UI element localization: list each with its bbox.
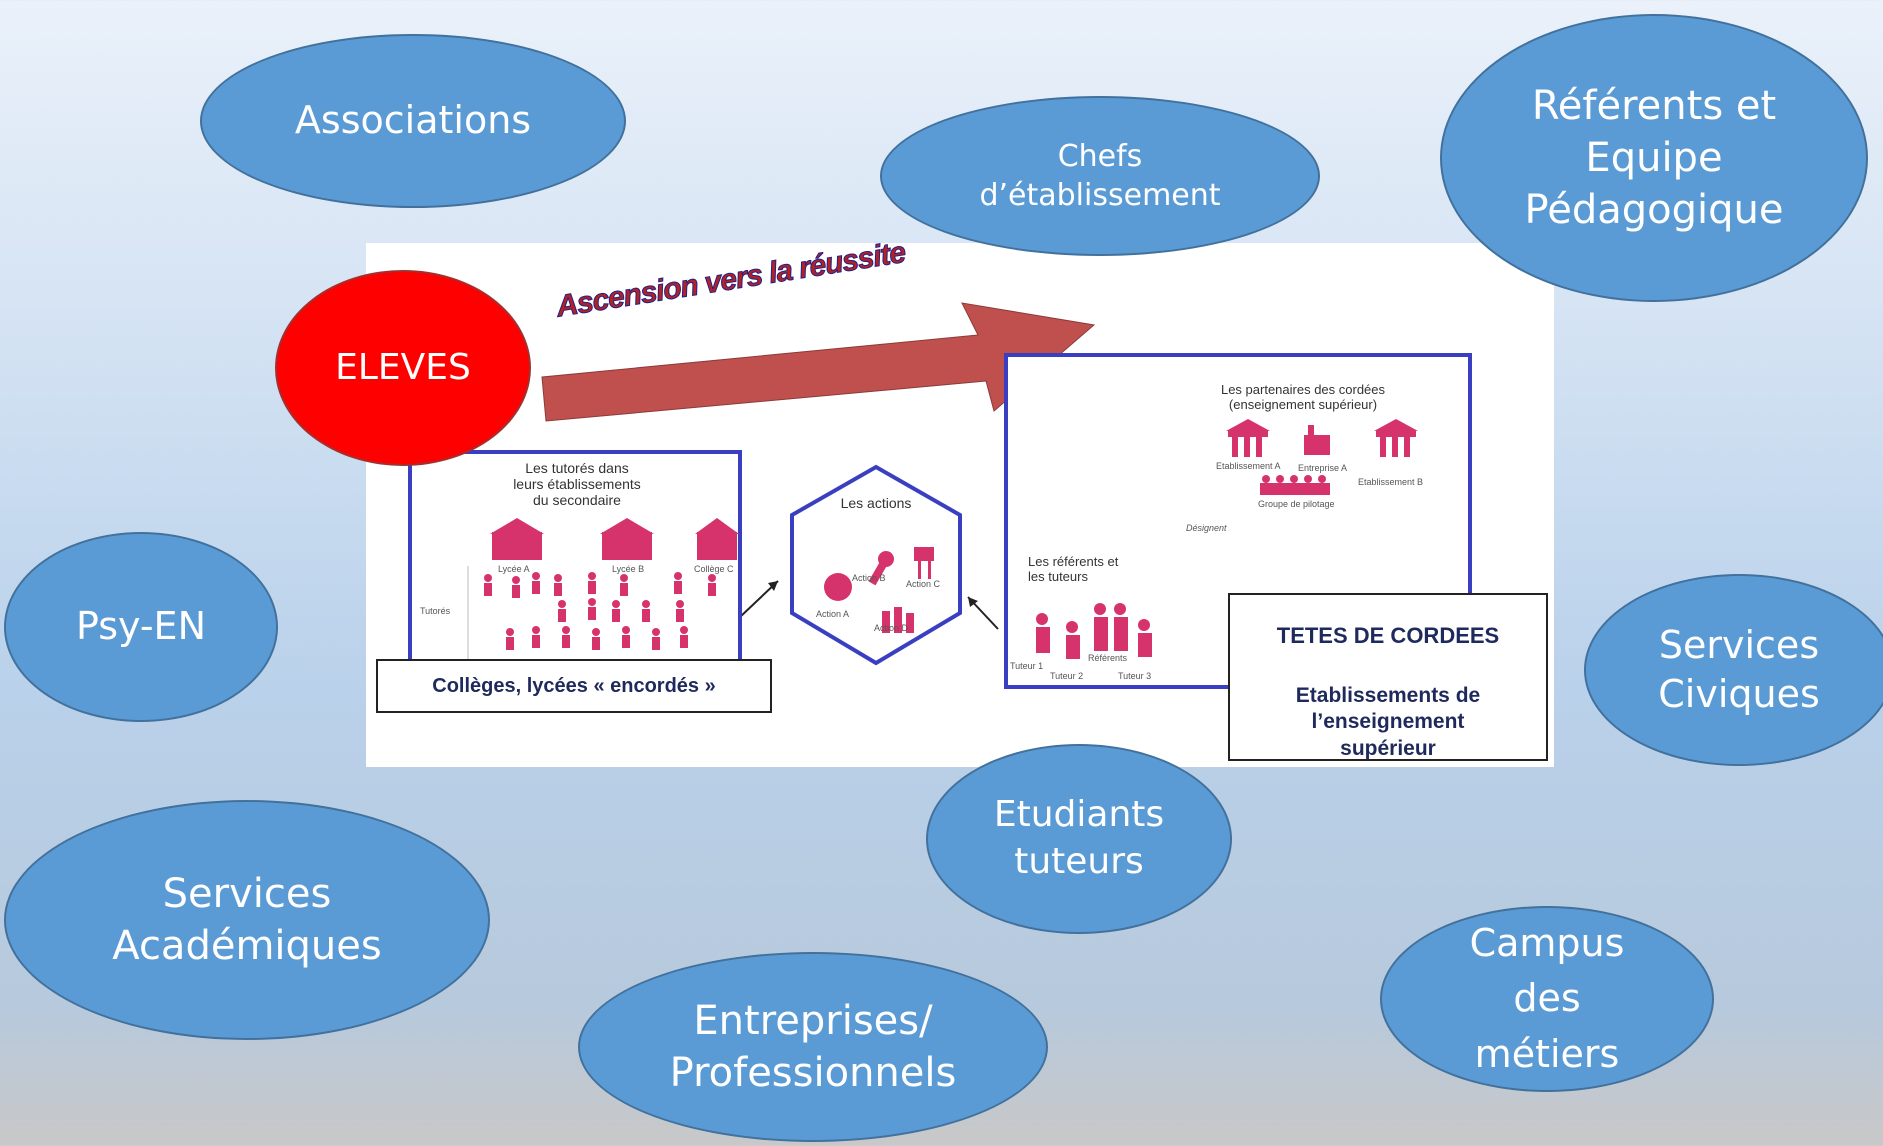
action-a-label: Action A [816, 609, 850, 619]
secondary-box: Les tutorés dans leurs établissements du… [408, 450, 742, 688]
school-label-a: Lycée A [498, 564, 530, 574]
tuteur-2-label: Tuteur 2 [1050, 671, 1084, 681]
student-figures [484, 572, 716, 650]
group-label: Groupe de pilotage [1258, 499, 1335, 509]
action-c-label: Action C [906, 579, 941, 589]
school-icon-c [697, 532, 737, 560]
actions-heading: Les actions [840, 495, 912, 511]
school-label-c: Collège C [694, 564, 734, 574]
school-label-b: Lycée B [612, 564, 645, 574]
tutores-label: Tutorés [420, 606, 451, 616]
designent-label: Désignent [1186, 523, 1227, 533]
action-b-label: Action B [852, 573, 886, 583]
chefs-etablissement-oval: Chefs d’établissement [880, 96, 1320, 256]
psy-en-oval: Psy-EN [4, 532, 278, 722]
services-academiques-oval: Services Académiques [4, 800, 490, 1040]
etudiants-tuteurs-oval: Etudiants tuteurs [926, 744, 1232, 934]
eleves-oval: ELEVES [275, 270, 531, 466]
associations-oval: Associations [200, 34, 626, 208]
school-icon-a [492, 532, 542, 560]
partner-etab-a: Etablissement A [1216, 461, 1281, 471]
secondary-caption: Collèges, lycées « encordés » [376, 659, 772, 713]
referents-label: Référents [1088, 653, 1128, 663]
secondary-heading: Les tutorés dans leurs établissements du… [513, 460, 641, 509]
partner-etab-b: Etablissement B [1358, 477, 1424, 487]
tetes-de-cordees-box: TETES DE CORDEES Etablissements de l’ens… [1228, 593, 1548, 761]
entreprises-professionnels-oval: Entreprises/ Professionnels [578, 952, 1048, 1142]
tuteur-3-label: Tuteur 3 [1118, 671, 1152, 681]
referents-heading: Les référents et les tuteurs [1028, 554, 1119, 584]
referents-equipe-oval: Référents et Equipe Pédagogique [1440, 14, 1868, 302]
tetes-title: TETES DE CORDEES [1276, 623, 1500, 648]
action-d-label: Action D [874, 623, 909, 633]
actions-hexagon [790, 464, 962, 666]
partners-heading: Les partenaires des cordées (enseignemen… [1220, 382, 1386, 412]
partner-icons [1036, 419, 1418, 659]
school-icon-b [602, 532, 652, 560]
tetes-body: Etablissements de l’enseignement supérie… [1295, 684, 1481, 760]
campus-metiers-oval: Campus des métiers [1380, 906, 1714, 1092]
services-civiques-oval: Services Civiques [1584, 574, 1883, 766]
students-icons [467, 518, 739, 664]
diagram-panel: Ascension vers la réussite Les tutorés d… [366, 235, 1554, 767]
partner-entreprise-a: Entreprise A [1298, 463, 1348, 473]
tuteur-1-label: Tuteur 1 [1010, 661, 1044, 671]
